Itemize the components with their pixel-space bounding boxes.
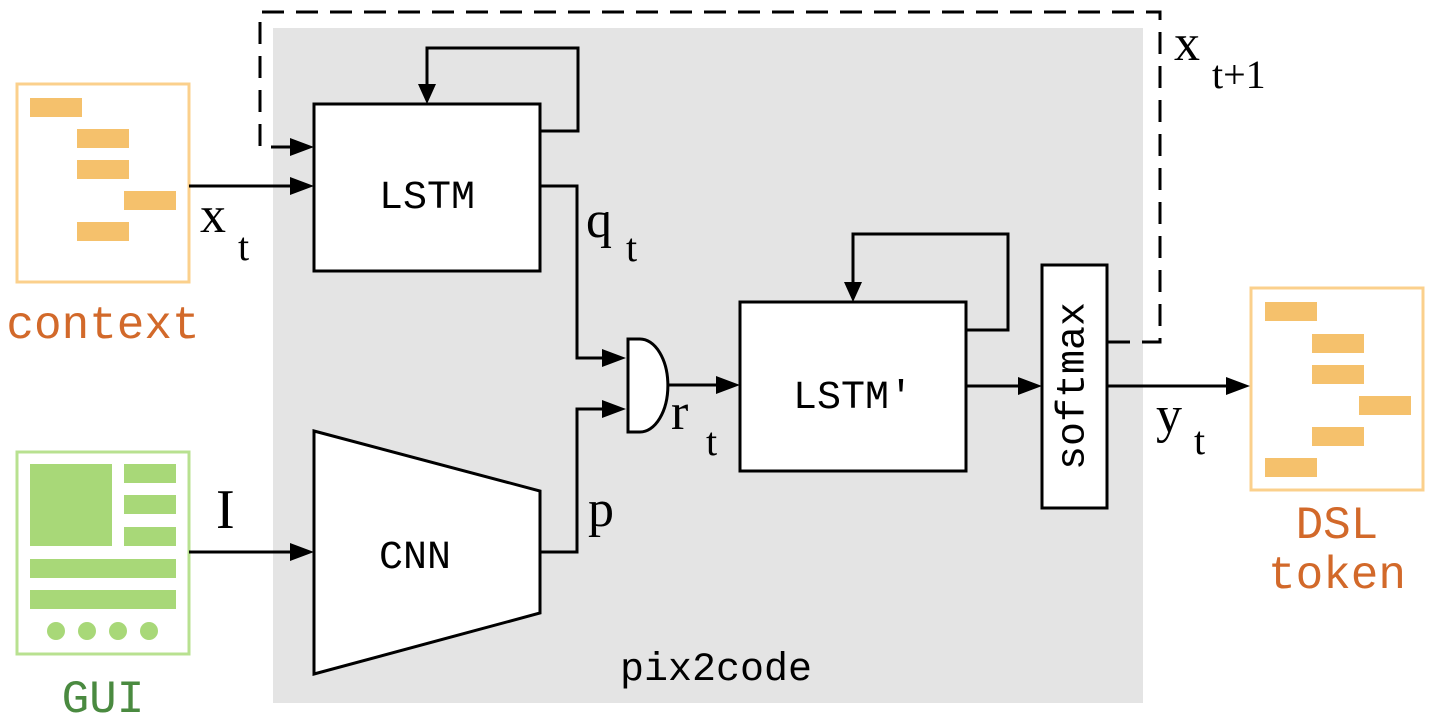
symbol-image: I	[216, 479, 235, 541]
arrowhead	[290, 138, 314, 156]
symbol-x-t1: x t+1	[1174, 15, 1266, 97]
dsl-document	[1249, 286, 1425, 492]
context-line	[77, 160, 129, 179]
gui-dot	[47, 622, 65, 640]
gui-line	[124, 527, 176, 546]
softmax-label: softmax	[1052, 302, 1097, 470]
svg-text:x: x	[1174, 15, 1200, 72]
context-document	[15, 82, 191, 284]
arrowhead	[290, 543, 314, 561]
context-label: context	[6, 300, 199, 352]
arrowhead	[602, 400, 626, 418]
svg-text:y: y	[1156, 387, 1182, 444]
svg-text:t: t	[238, 224, 249, 269]
gui-label: GUI	[62, 674, 145, 726]
dsl-line	[1312, 365, 1364, 384]
svg-text:x: x	[200, 187, 226, 244]
arrowhead	[602, 349, 626, 367]
arrowhead	[1018, 377, 1042, 395]
symbol-p: p	[588, 481, 614, 538]
model-caption: pix2code	[620, 648, 812, 693]
dsl-line	[1359, 396, 1411, 415]
symbol-y-t: y t	[1156, 387, 1205, 463]
gui-line	[124, 464, 176, 483]
svg-text:t+1: t+1	[1212, 52, 1266, 97]
svg-text:t: t	[626, 225, 637, 270]
arrowhead	[290, 177, 314, 195]
gui-bar	[30, 590, 176, 609]
dsl-line	[1265, 458, 1317, 477]
concat-gate	[626, 337, 670, 434]
svg-text:q: q	[586, 192, 612, 249]
gui-dot	[109, 622, 127, 640]
context-line	[124, 191, 176, 210]
qt-wire	[540, 184, 606, 360]
lstm-prime-block	[738, 300, 968, 473]
cnn-block	[312, 429, 542, 676]
symbol-r-t: r t	[671, 384, 717, 464]
context-line	[30, 98, 82, 117]
symbol-x-t: x t	[200, 187, 249, 269]
context-line	[77, 222, 129, 241]
context-line	[77, 129, 129, 148]
gui-line	[124, 495, 176, 514]
arrowhead	[844, 282, 862, 302]
dsl-label-line1: DSL	[1296, 500, 1379, 552]
p-wire	[540, 407, 606, 554]
arrowhead	[418, 84, 436, 104]
gui-dot	[140, 622, 158, 640]
svg-text:t: t	[706, 419, 717, 464]
lstm-label: LSTM	[379, 176, 475, 221]
dsl-line	[1265, 302, 1317, 321]
lstm-prime-recurrent-loop	[851, 232, 1010, 332]
dsl-line	[1312, 427, 1364, 446]
svg-text:t: t	[1194, 418, 1205, 463]
dsl-line	[1312, 334, 1364, 353]
gui-dot	[78, 622, 96, 640]
lstm-prime-label: LSTM'	[793, 376, 913, 421]
dsl-label-line2: token	[1268, 550, 1406, 602]
svg-text:r: r	[671, 384, 688, 441]
softmax-block	[1040, 263, 1109, 510]
cnn-label: CNN	[379, 536, 451, 581]
arrowhead	[1226, 377, 1250, 395]
symbol-q-t: q t	[586, 192, 637, 270]
feedback-loop-dashed	[258, 10, 1162, 344]
lstm-recurrent-loop	[425, 46, 580, 133]
gui-mockup	[15, 450, 191, 656]
gui-bar	[30, 559, 176, 578]
gui-image-block	[30, 464, 112, 546]
arrowhead	[716, 376, 740, 394]
